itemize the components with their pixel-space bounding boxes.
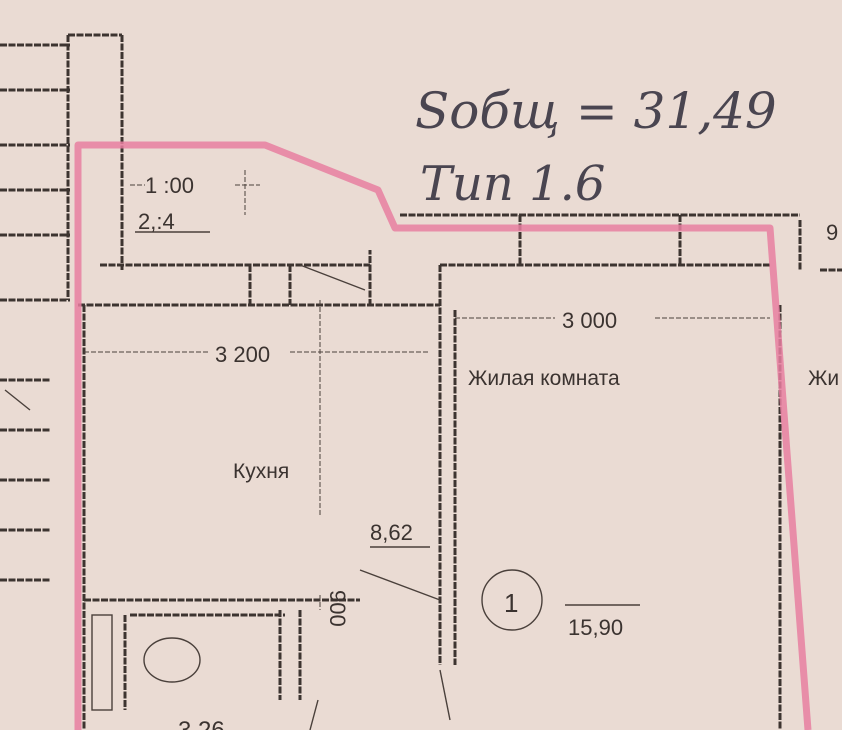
kitchen-area: 8,62 <box>370 520 413 545</box>
room-number-circle <box>481 569 543 631</box>
kitchen-width: 3 200 <box>215 342 270 367</box>
bathroom-area: 3,26 <box>178 717 225 730</box>
total-area-note: Sобщ = 31,49 <box>415 82 777 140</box>
toilet <box>143 637 201 683</box>
fixtures <box>91 264 451 730</box>
apartment-outline <box>74 141 812 730</box>
neighbor-number: 9 <box>826 220 838 245</box>
balcony-dimension: 1 :00 <box>145 173 194 198</box>
room-number: 1 <box>504 588 518 618</box>
living-room-area: 15,90 <box>568 615 623 640</box>
neighbor-room-label: Жи <box>808 367 839 390</box>
dimension-lines <box>84 170 770 631</box>
bathtub <box>91 614 113 711</box>
kitchen-depth: 900 <box>325 590 350 627</box>
living-room-width: 3 000 <box>562 308 617 333</box>
balcony-area: 2,:4 <box>138 209 175 234</box>
kitchen-label: Кухня <box>233 460 289 483</box>
living-room-label: Жилая комната <box>468 367 620 390</box>
stairwell <box>0 43 70 582</box>
type-note: Тип 1.6 <box>420 156 605 212</box>
walls <box>66 33 842 730</box>
